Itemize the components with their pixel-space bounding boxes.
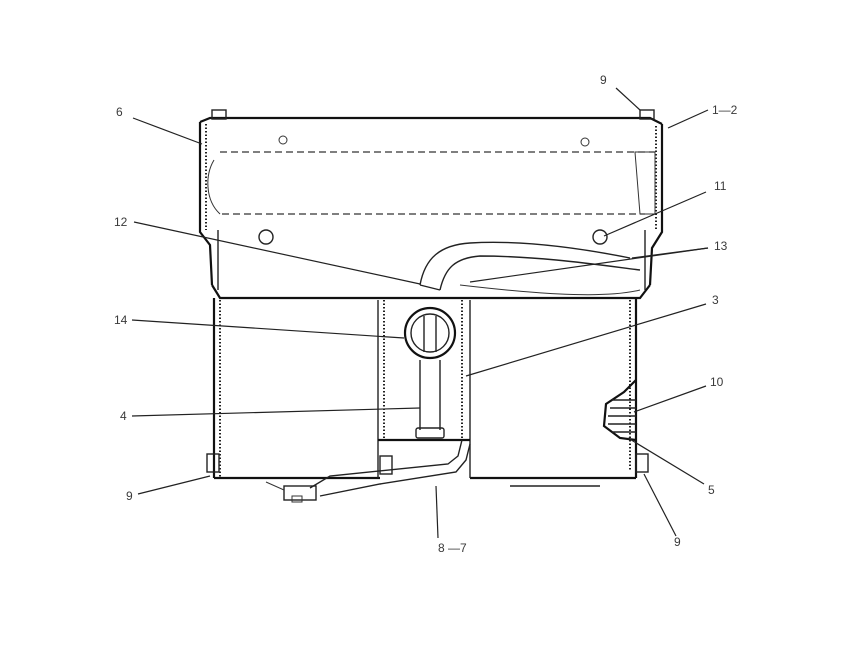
callout-3: 3 (712, 293, 719, 307)
callout-6: 6 (116, 105, 123, 119)
callout-12: 12 (114, 215, 128, 229)
leader-14 (131, 319, 405, 339)
callout-labels: 6 9 1—2 11 12 13 3 14 4 10 5 9 8 —7 9 (114, 73, 738, 555)
leader-9-right (643, 473, 677, 537)
callout-9-left: 9 (126, 489, 133, 503)
callout-9-top: 9 (600, 73, 607, 87)
leader-4 (131, 407, 421, 417)
leader-lines (131, 87, 709, 539)
leader-8-7 (435, 485, 439, 539)
leader-13b (631, 247, 709, 259)
callout-9-right: 9 (674, 535, 681, 549)
leader-1-2 (667, 109, 709, 129)
callout-13: 13 (714, 239, 728, 253)
callout-10: 10 (710, 375, 724, 389)
callout-14: 14 (114, 313, 128, 327)
leader-9-top (615, 87, 641, 111)
leader-12 (133, 221, 421, 285)
callout-5: 5 (708, 483, 715, 497)
callout-1-2: 1—2 (712, 103, 738, 117)
upper-housing (198, 109, 664, 300)
leader-11 (603, 191, 707, 237)
callout-8-7: 8 —7 (438, 541, 467, 555)
callout-11: 11 (714, 179, 727, 193)
callout-4: 4 (120, 409, 127, 423)
leader-9-left (137, 475, 211, 495)
leader-3 (465, 303, 707, 377)
lower-housing (206, 298, 649, 503)
leader-10 (633, 385, 707, 413)
leader-6 (132, 117, 203, 145)
leader-5 (627, 437, 705, 485)
